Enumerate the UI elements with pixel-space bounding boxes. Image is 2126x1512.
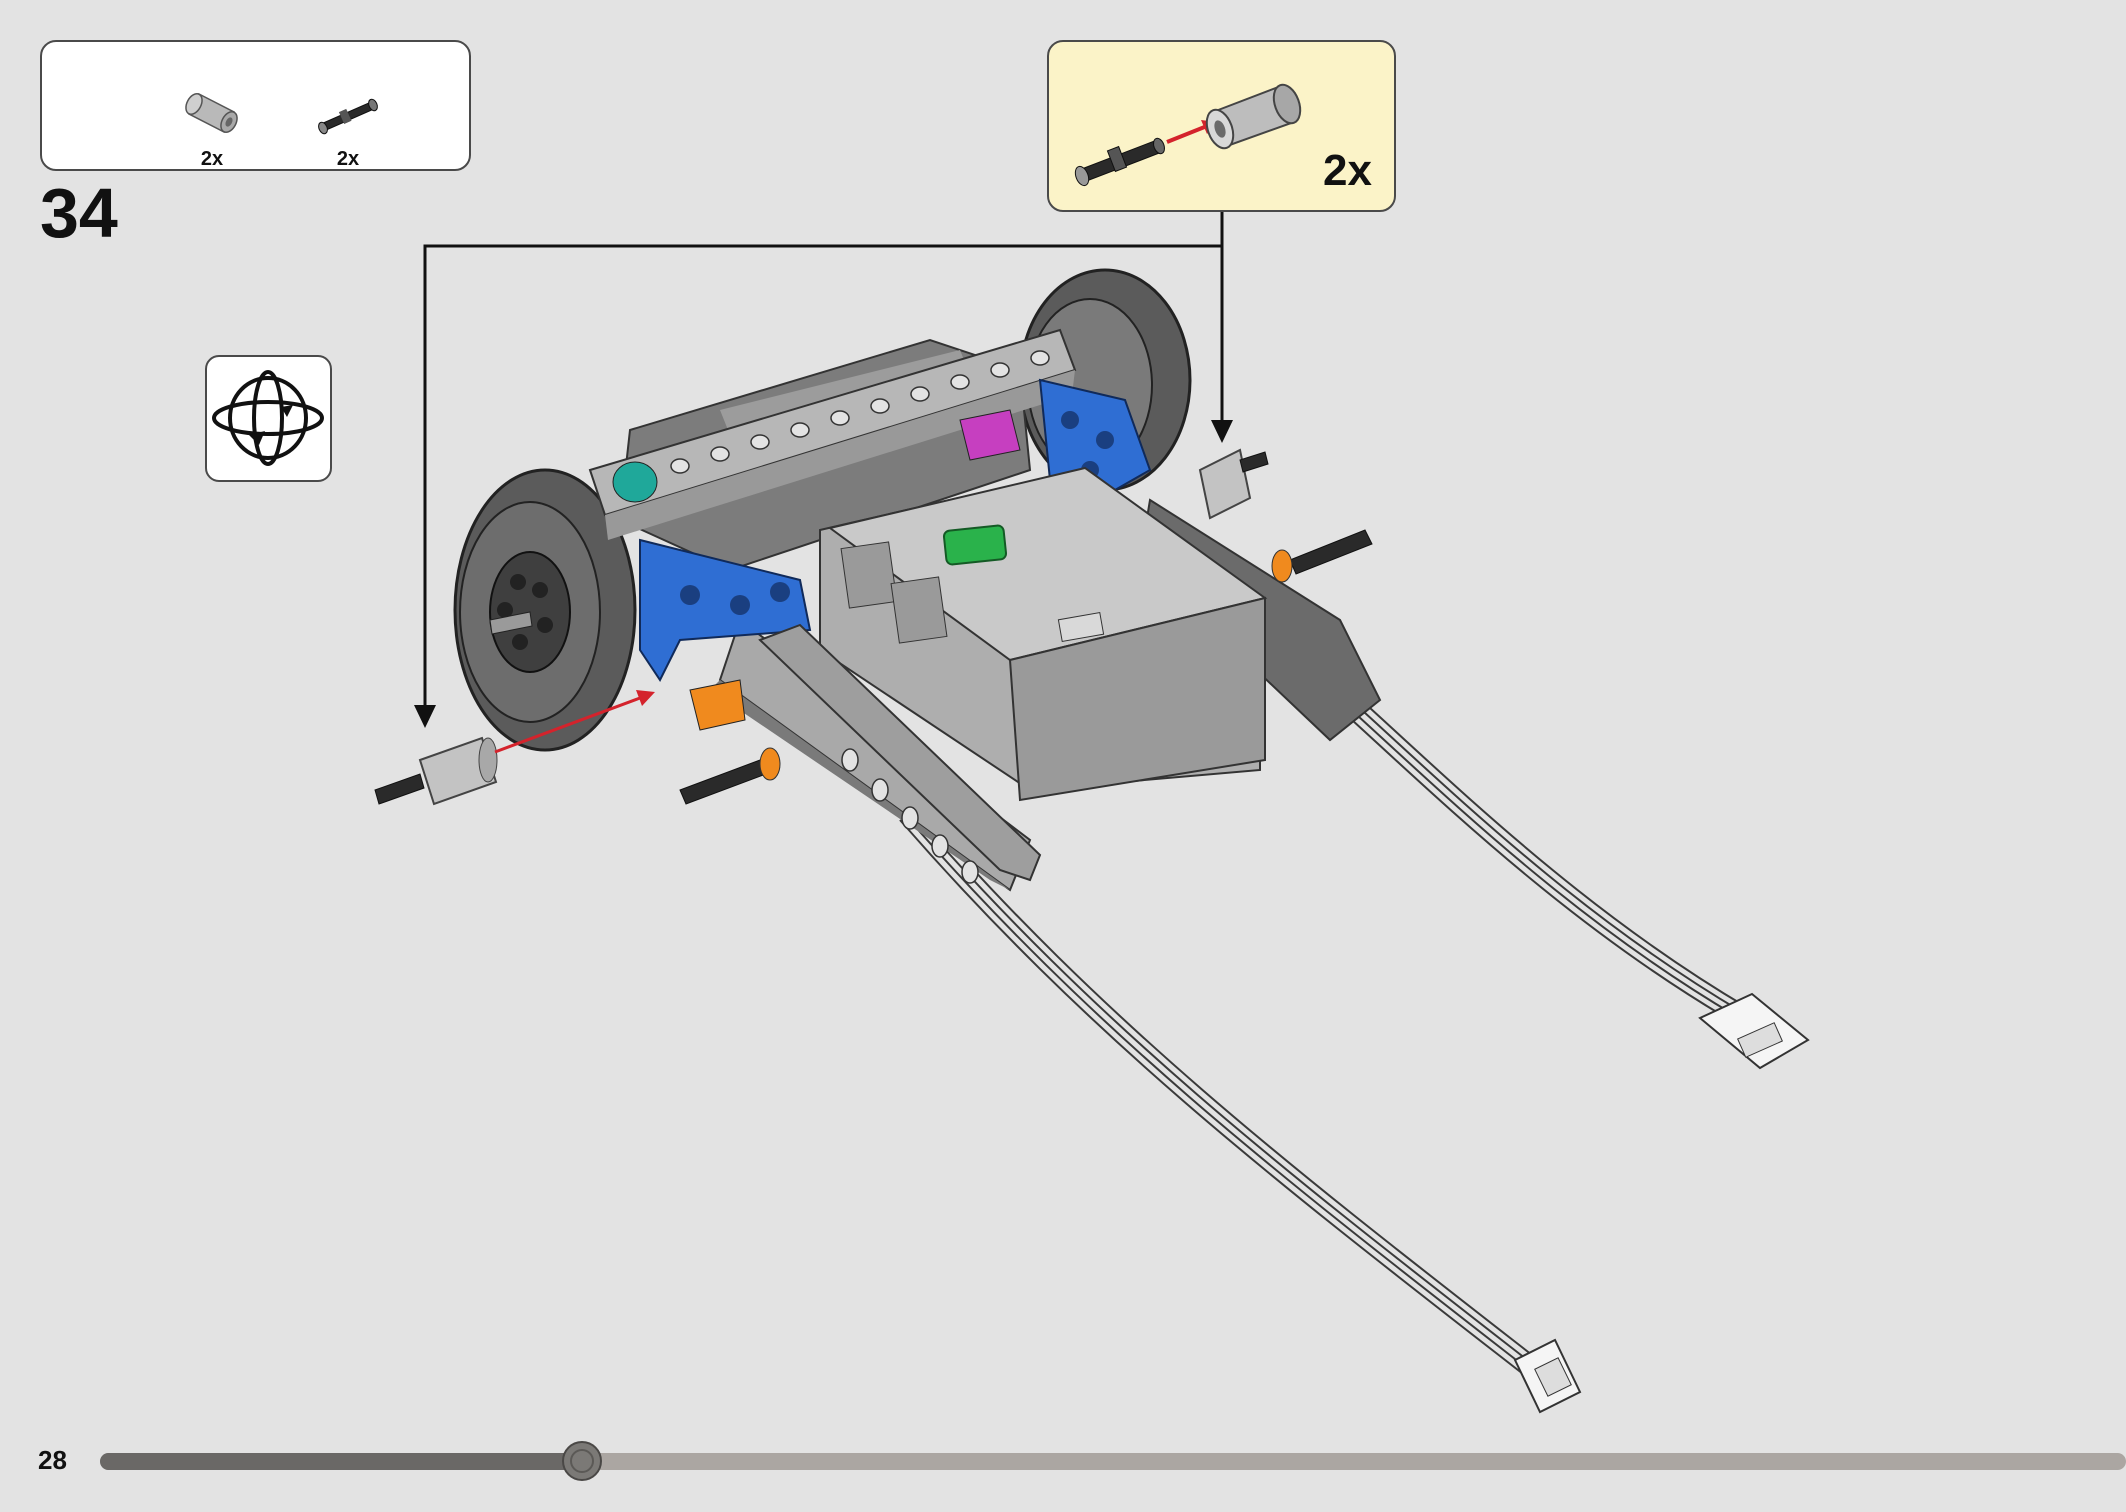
subassembly-callout: 2x xyxy=(1047,40,1396,212)
hub-body xyxy=(819,466,1268,802)
parts-list-box: 2x 2x xyxy=(40,40,471,171)
page-progress-knob[interactable] xyxy=(562,1441,602,1481)
page-progress-fill xyxy=(100,1453,582,1470)
parts-list-qty: 2x xyxy=(200,148,224,170)
black-axle-pin-icon xyxy=(1074,137,1165,187)
bushing-with-pin-left xyxy=(374,736,498,806)
insert-arrow-icon xyxy=(494,690,655,754)
top-liftarm xyxy=(588,328,1077,540)
hub-port xyxy=(890,576,948,644)
magenta-connector xyxy=(959,409,1021,461)
hub-port xyxy=(840,541,898,609)
callout-arrow-left-icon xyxy=(414,705,436,728)
cable-long xyxy=(899,807,1569,1396)
cable-connector-plug xyxy=(1513,1338,1582,1414)
page-progress-bar[interactable] xyxy=(100,1441,2126,1481)
bottom-beam xyxy=(758,623,1042,884)
gray-bushing-icon xyxy=(1205,83,1302,150)
cable-connector-plug xyxy=(1698,992,1810,1070)
wheel-left xyxy=(453,468,637,752)
parts-list-qty: 2x xyxy=(336,148,360,170)
subassembly-qty: 2x xyxy=(1323,146,1372,195)
rotate-model-box xyxy=(205,355,332,482)
orange-pin-left xyxy=(679,747,781,805)
cable-short xyxy=(1329,687,1749,1021)
orange-pin-right xyxy=(1271,529,1373,583)
black-axle-pin-icon xyxy=(318,98,378,135)
page-number: 28 xyxy=(38,1445,67,1475)
callout-leader-lines xyxy=(423,212,1224,705)
rotate-model-icon xyxy=(212,370,324,466)
parts-list-item-axle-pin: 2x xyxy=(293,60,403,170)
pin-into-bushing-diagram xyxy=(1074,83,1302,187)
bushing-with-pin-right xyxy=(1198,448,1269,520)
orange-part xyxy=(689,679,746,731)
parts-list-item-bushing: 2x xyxy=(157,60,267,170)
hub-power-button xyxy=(942,524,1008,566)
model-illustration xyxy=(374,212,1810,1414)
step-number: 34 xyxy=(40,174,118,252)
gray-bushing-icon xyxy=(185,92,238,134)
hub-usb-port xyxy=(1057,611,1105,643)
callout-arrow-right-icon xyxy=(1211,420,1233,443)
teal-connector xyxy=(612,461,658,503)
blue-liftarm-left xyxy=(639,538,812,682)
